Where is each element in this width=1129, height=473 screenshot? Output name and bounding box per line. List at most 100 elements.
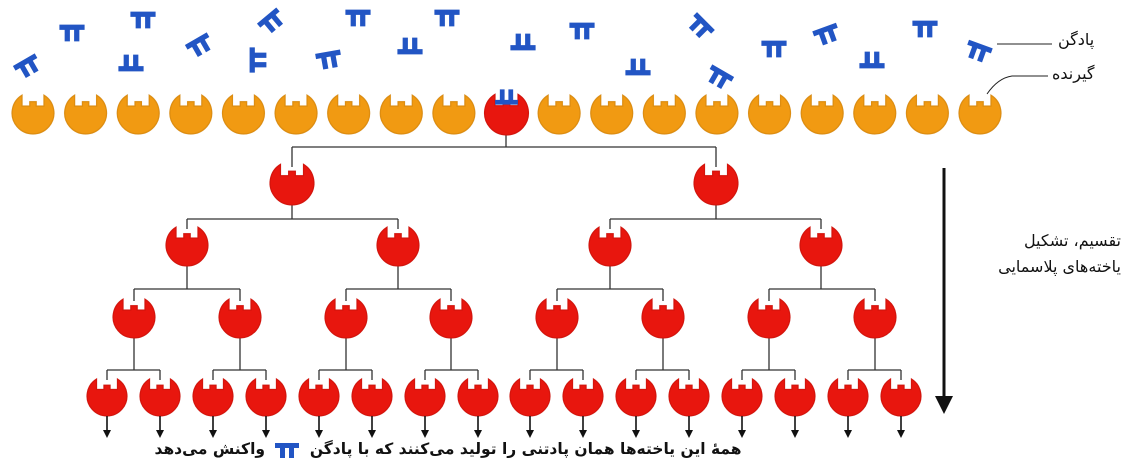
tree-lines (106, 133, 902, 380)
antigen-icon (434, 9, 460, 27)
side-annotations (935, 43, 1052, 414)
antigen-label: پادگن (1058, 30, 1095, 49)
down-arrow-icon (262, 416, 270, 438)
plasma-cell-icon (509, 377, 551, 417)
plasma-cell-icon (245, 377, 287, 417)
plasma-cell-icon (112, 297, 156, 339)
receptor-cell (589, 93, 634, 135)
caption-text-start: همهٔ این یاخته‌ها همان پادتنی را تولید م… (309, 440, 742, 458)
down-arrow-icon (526, 416, 534, 438)
selected-cell (483, 92, 530, 136)
receptor-cell (326, 93, 371, 135)
receptor-cell (695, 93, 739, 135)
down-arrow-icon (368, 416, 376, 438)
antigen-icon (275, 442, 300, 458)
plasma-cell-icon (615, 377, 657, 417)
down-arrow-icon (844, 416, 852, 438)
receptor-cell-row (11, 89, 1002, 136)
plasma-cell-icon (429, 297, 473, 339)
process-label: تقسیم، تشکیل یاخته‌های پلاسمایی (951, 228, 1121, 280)
antigen-icon (625, 58, 651, 76)
antigen-icon (912, 20, 938, 38)
antigen-icon (315, 49, 341, 70)
antigen-icon (967, 39, 993, 63)
down-arrow-icon (315, 416, 323, 438)
receptor-cell (221, 93, 266, 135)
plasma-cell-icon (86, 377, 128, 417)
caption-text-end: واکنش می‌دهد (154, 440, 266, 458)
antigen-icon (761, 40, 787, 58)
antigen-icon (130, 11, 156, 29)
plasma-cell-icon (324, 297, 368, 339)
antigen-icon (495, 89, 518, 105)
receptor-cell (747, 93, 792, 135)
plasma-cell-icon (192, 377, 234, 417)
receptor-cell (11, 93, 55, 135)
plasma-cell-icon (747, 297, 791, 339)
antigen-icon (812, 22, 838, 46)
plasma-cell-icon (827, 377, 869, 417)
down-arrow-icon (209, 416, 217, 438)
plasma-cell-icon (668, 377, 710, 417)
plasma-cell-icon (799, 225, 843, 267)
receptor-cell (642, 93, 687, 135)
receptor-cell (63, 93, 108, 135)
down-arrow-icon (632, 416, 640, 438)
antigen-icon (345, 9, 371, 27)
plasma-cell-icon (693, 162, 739, 206)
receptor-label: گیرنده (1052, 64, 1095, 83)
plasma-cell-icon (376, 225, 420, 267)
antigen-icon (688, 12, 715, 39)
antigen-icon (118, 54, 144, 72)
antigen-icon (708, 64, 735, 89)
plasma-cell-icon (218, 297, 262, 339)
plasma-cell-icon (457, 377, 499, 417)
antigen-icon (510, 33, 536, 51)
plasma-cell-icon (721, 377, 763, 417)
antigen-icon (397, 37, 423, 55)
plasma-cell-icon (404, 377, 446, 417)
receptor-cell (432, 93, 476, 135)
plasma-cell-icon (880, 377, 922, 417)
plasma-cell-icon (269, 162, 315, 206)
antigen-icon (12, 53, 39, 78)
down-arrow-icon (103, 416, 111, 438)
receptor-cell (537, 93, 581, 135)
antigen-icon (59, 24, 85, 42)
receptor-cell (800, 93, 844, 135)
plasma-cell-icon (588, 225, 632, 267)
down-arrow-icon (738, 416, 746, 438)
down-arrow-icon (897, 416, 905, 438)
plasma-cell-icon (139, 377, 181, 417)
caption: همهٔ این یاخته‌ها همان پادتنی را تولید م… (108, 440, 788, 459)
antigen-icon (569, 22, 595, 40)
down-arrow-icon (474, 416, 482, 438)
plasma-cell-icon (351, 377, 393, 417)
receptor-cell (379, 93, 424, 135)
receptor-cell (958, 93, 1002, 135)
down-arrow-icon (791, 416, 799, 438)
free-antigens (12, 7, 993, 89)
plasma-cell-tree (86, 162, 922, 417)
plasma-cell-icon (298, 377, 340, 417)
down-arrow-icon (685, 416, 693, 438)
receptor-cell (905, 93, 950, 135)
plasma-cell-icon (165, 225, 209, 267)
secretion-arrows (103, 416, 905, 438)
antigen-icon (184, 32, 211, 57)
receptor-pointer-line (986, 75, 1048, 95)
process-label-line2: یاخته‌های پلاسمایی (998, 257, 1121, 276)
plasma-cell-icon (853, 297, 897, 339)
plasma-cell-icon (641, 297, 685, 339)
plasma-cell-icon (562, 377, 604, 417)
plasma-cell-icon (535, 297, 579, 339)
process-down-arrow-icon (935, 168, 953, 414)
plasma-cell-icon (774, 377, 816, 417)
down-arrow-icon (421, 416, 429, 438)
down-arrow-icon (579, 416, 587, 438)
antigen-icon (249, 47, 267, 73)
receptor-cell (169, 93, 213, 135)
receptor-cell (853, 93, 897, 135)
